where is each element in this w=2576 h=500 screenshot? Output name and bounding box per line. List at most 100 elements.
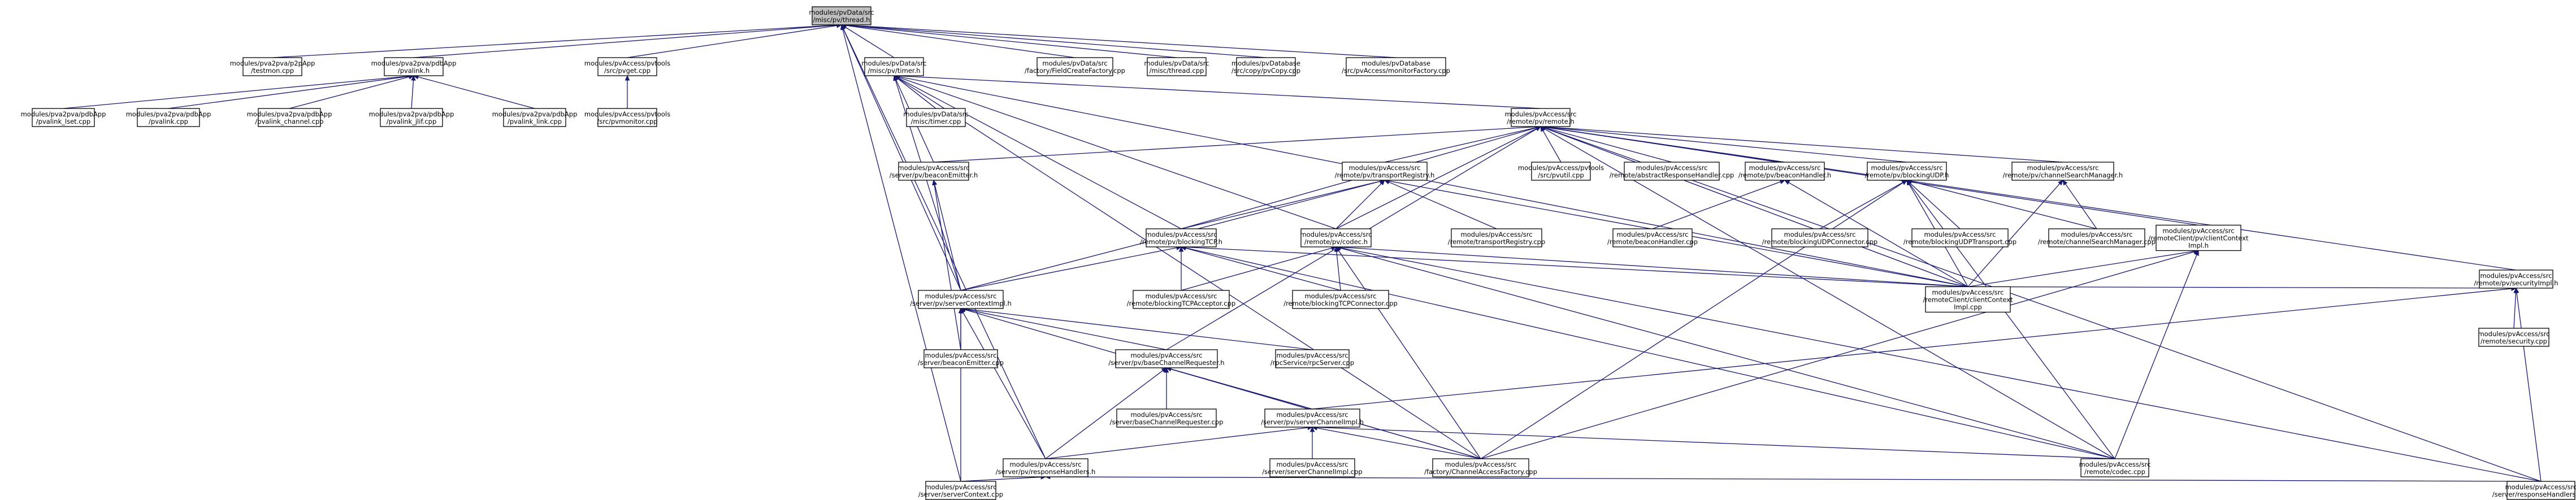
graph-node-pvutil[interactable]: modules/pvAccess/pvtools/src/pvutil.cpp <box>1518 162 1604 181</box>
include-edge <box>897 78 936 109</box>
include-edge <box>845 25 1177 58</box>
graph-node-serverChannelImplH[interactable]: modules/pvAccess/src/server/pv/serverCha… <box>1261 408 1364 428</box>
node-label-line: modules/pva2pva/pdbApp <box>492 110 578 118</box>
include-edge <box>845 27 895 58</box>
graph-node-copyPvCopy[interactable]: modules/pvDatabase/src/copy/pvCopy.cpp <box>1231 57 1300 76</box>
graph-node-beaconEmitterCpp[interactable]: modules/pvAccess/src/server/beaconEmitte… <box>918 349 1004 368</box>
node-label-line: /server/baseChannelRequester.cpp <box>1110 418 1224 426</box>
node-label-line: /server/serverContext.cpp <box>918 490 1003 498</box>
node-label-line: /factory/FieldCreateFactory.cpp <box>1025 67 1125 75</box>
include-edge <box>289 76 410 109</box>
graph-node-fieldCreateFactory[interactable]: modules/pvData/src/factory/FieldCreateFa… <box>1025 57 1125 76</box>
node-label-line: modules/pvAccess/src <box>1276 460 1348 468</box>
node-label-line: /testmon.cpp <box>251 67 294 75</box>
node-label-line: modules/pvData/src <box>1042 59 1107 67</box>
node-label-line: modules/pvAccess/src <box>1145 231 1217 238</box>
graph-node-beaconHandlerH[interactable]: modules/pvAccess/src/remote/pv/beaconHan… <box>1738 162 1831 181</box>
graph-node-channelSearchManagerCpp[interactable]: modules/pvAccess/src/remote/channelSearc… <box>2038 228 2156 247</box>
node-label-line: /pvalink.h <box>398 67 430 75</box>
graph-node-beaconEmitterH[interactable]: modules/pvAccess/src/server/pv/beaconEmi… <box>890 162 978 181</box>
edge-arrowhead <box>2514 287 2519 293</box>
node-label-line: Impl.h <box>2188 242 2209 250</box>
graph-node-channelSearchManagerH[interactable]: modules/pvAccess/src/remote/pv/channelSe… <box>2003 162 2123 181</box>
graph-node-pvalinkChannel[interactable]: modules/pva2pva/pdbApp/pvalink_channel.c… <box>247 108 332 127</box>
graph-node-clientContextImplCpp[interactable]: modules/pvAccess/src/remoteClient/client… <box>1923 286 2013 313</box>
node-label-line: /misc/timer.cpp <box>911 118 961 125</box>
graph-node-threadCpp[interactable]: modules/pvData/src/misc/thread.cpp <box>1144 57 1209 76</box>
include-edge <box>1185 246 1968 288</box>
graph-node-timerCpp[interactable]: modules/pvData/src/misc/timer.cpp <box>903 108 969 127</box>
graph-node-pvget[interactable]: modules/pvAccess/pvtools/src/pvget.cpp <box>584 57 670 76</box>
graph-node-codecCpp[interactable]: modules/pvAccess/src/remote/codec.cpp <box>2079 458 2151 477</box>
include-edge <box>1652 181 1781 229</box>
graph-node-blockingUDPConnector[interactable]: modules/pvAccess/src/remote/blockingUDPC… <box>1762 228 1877 247</box>
include-edge <box>843 28 1046 459</box>
node-label-line: /remote/pv/blockingUDP.h <box>1865 171 1949 179</box>
graph-node-transportRegistryCpp[interactable]: modules/pvAccess/src/remote/transportReg… <box>1448 228 1545 247</box>
edge-arrowhead <box>1535 126 1542 132</box>
graph-node-pvalinkH[interactable]: modules/pva2pva/pdbApp/pvalink.h <box>371 57 457 76</box>
graph-node-pvalinkLink[interactable]: modules/pva2pva/pdbApp/pvalink_link.cpp <box>492 108 578 127</box>
graph-node-serverChannelImplCpp[interactable]: modules/pvAccess/src/server/serverChanne… <box>1262 458 1363 477</box>
node-box <box>380 108 443 127</box>
graph-node-pvaTestmon[interactable]: modules/pva2pva/p2pApp/testmon.cpp <box>230 57 315 76</box>
graph-node-blockingTCPConnector[interactable]: modules/pvAccess/src/remote/blockingTCPC… <box>1283 290 1398 309</box>
graph-node-pvaRemoteH[interactable]: modules/pvAccess/src/remote/pv/remote.h <box>1504 108 1577 127</box>
node-label-line: modules/pvAccess/src <box>1304 292 1376 300</box>
node-label-line: modules/pvAccess/pvtools <box>584 110 670 118</box>
include-edge <box>897 77 1182 229</box>
include-edge <box>1185 247 1341 291</box>
include-edge <box>933 126 1537 163</box>
node-box <box>1115 349 1218 368</box>
graph-node-securityCpp[interactable]: modules/pvAccess/src/remote/security.cpp <box>2478 328 2550 347</box>
include-edge <box>1316 427 1481 459</box>
node-label-line: /remote/blockingTCPAcceptor.cpp <box>1127 299 1235 307</box>
graph-node-responseHandlersH[interactable]: modules/pvAccess/src/server/pv/responseH… <box>996 458 1096 477</box>
node-label-line: modules/pvAccess/src <box>925 483 996 491</box>
node-label-line: modules/pvAccess/src <box>1348 164 1420 172</box>
graph-node-rpcServer[interactable]: modules/pvAccess/src/rpcService/rpcServe… <box>1270 349 1354 368</box>
node-label-line: modules/pvAccess/src <box>2061 231 2132 238</box>
node-label-line: /misc/pv/thread.h <box>813 16 870 24</box>
graph-node-pvalinkCpp[interactable]: modules/pva2pva/pdbApp/pvalink.cpp <box>126 108 211 127</box>
graph-node-transportRegistryH[interactable]: modules/pvAccess/src/remote/pv/transport… <box>1335 162 1435 181</box>
include-edge <box>1340 247 2542 482</box>
node-label-line: modules/pvAccess/src <box>2027 164 2098 172</box>
node-label-line: modules/pvAccess/src <box>1924 231 1996 238</box>
node-label-line: modules/pvAccess/src <box>2480 272 2552 280</box>
include-edge <box>934 184 961 291</box>
graph-node-pvalinkJlif[interactable]: modules/pva2pva/pdbApp/pvalink_jlif.cpp <box>369 108 454 127</box>
node-box <box>1925 286 2011 313</box>
graph-node-serverContextCpp[interactable]: modules/pvAccess/src/server/serverContex… <box>918 481 1003 500</box>
graph-node-blockingUDPTransport[interactable]: modules/pvAccess/src/remote/blockingUDPT… <box>1903 228 2016 247</box>
graph-node-abstractResponseHandler[interactable]: modules/pvAccess/src/remote/abstractResp… <box>1610 162 1734 181</box>
graph-node-serverContextImplH[interactable]: modules/pvAccess/src/server/pv/serverCon… <box>910 290 1012 309</box>
graph-node-blockingUDPH[interactable]: modules/pvAccess/src/remote/pv/blockingU… <box>1865 162 1949 181</box>
node-label-line: /pvalink_lset.cpp <box>36 118 90 125</box>
edge-arrowhead <box>2058 180 2063 186</box>
graph-node-responseHandlersCpp[interactable]: modules/pvAccess/src/server/responseHand… <box>2492 481 2576 500</box>
graph-node-codecH[interactable]: modules/pvAccess/src/remote/pv/codec.h <box>1300 228 1372 247</box>
graph-node-baseChannelRequesterH[interactable]: modules/pvAccess/src/server/pv/baseChann… <box>1108 349 1225 368</box>
node-label-line: /server/pv/beaconEmitter.h <box>890 171 978 179</box>
graph-node-securityImplH[interactable]: modules/pvAccess/src/remote/pv/securityI… <box>2474 269 2558 289</box>
graph-node-clientContextImplH[interactable]: modules/pvAccess/src/remoteClient/pv/cli… <box>2148 224 2249 251</box>
node-box <box>597 108 657 127</box>
node-label-line: modules/pvAccess/pvtools <box>1518 164 1604 172</box>
graph-node-blockingTCPAcceptor[interactable]: modules/pvAccess/src/remote/blockingTCPA… <box>1127 290 1235 309</box>
include-edge <box>1545 127 2517 271</box>
include-edge <box>1545 128 1968 288</box>
graph-node-pvmonitor[interactable]: modules/pvAccess/pvtools/src/pvmonitor.c… <box>584 108 670 127</box>
edge-arrowhead <box>841 24 846 31</box>
graph-node-blockingTCPH[interactable]: modules/pvAccess/src/remote/pv/blockingT… <box>1140 228 1222 247</box>
graph-node-monitorFactory[interactable]: modules/pvDatabase/src/pvAccess/monitorF… <box>1342 57 1450 76</box>
graph-node-pvalinkLset[interactable]: modules/pva2pva/pdbApp/pvalink_lset.cpp <box>21 108 106 127</box>
graph-node-timerH[interactable]: modules/pvData/src/misc/pv/timer.h <box>861 57 927 76</box>
node-box <box>1511 108 1571 127</box>
graph-node-beaconHandlerCpp[interactable]: modules/pvAccess/src/remote/beaconHandle… <box>1607 228 1698 247</box>
graph-node-baseChannelRequesterCpp[interactable]: modules/pvAccess/src/server/baseChannelR… <box>1110 408 1224 428</box>
graph-node-channelAccessFactory[interactable]: modules/pvAccess/src/factory/ChannelAcce… <box>1424 458 1537 477</box>
include-edge <box>1967 251 2195 288</box>
node-box <box>1867 162 1947 181</box>
node-box <box>1531 162 1591 181</box>
